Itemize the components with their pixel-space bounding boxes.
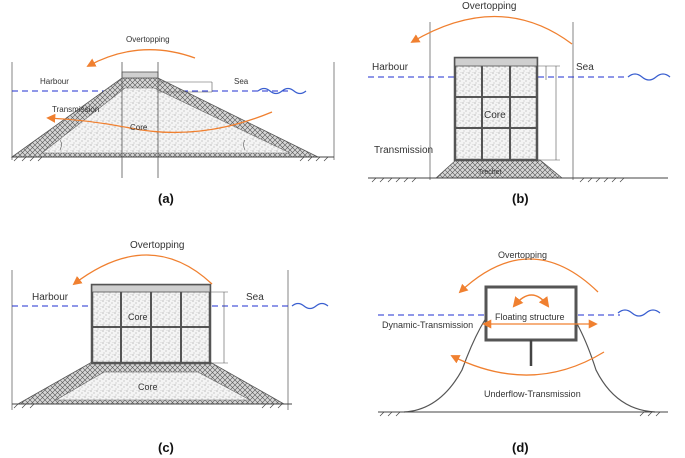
- crest-block: [121, 71, 159, 79]
- ground-hatch: [13, 156, 329, 162]
- label-overtopping: Overtopping: [130, 240, 184, 251]
- label-overtopping: Overtopping: [462, 1, 516, 12]
- label-core: Core: [130, 123, 148, 132]
- wave-icon: [627, 73, 671, 81]
- overtopping-arrow: [410, 15, 573, 45]
- label-overtopping: Overtopping: [498, 250, 547, 260]
- wave-icon: [617, 309, 661, 317]
- label-transmission: Transmission: [374, 145, 433, 156]
- label-harbour: Harbour: [372, 62, 409, 73]
- caption-d: (d): [512, 440, 529, 455]
- caption-c: (c): [158, 440, 174, 455]
- label-harbour: Harbour: [32, 292, 69, 303]
- overtopping-arrow: [86, 49, 196, 67]
- panel-d: Overtopping Floating structure Dynamic-T…: [378, 250, 668, 455]
- caisson-cap: [91, 284, 211, 293]
- label-sea: Sea: [234, 77, 249, 86]
- label-dynamic-transmission: Dynamic-Transmission: [382, 320, 473, 330]
- label-floating-structure: Floating structure: [495, 312, 565, 322]
- caisson-cap: [454, 57, 538, 67]
- panel-c: Overtopping Harbour Sea Core Core (c): [11, 240, 329, 455]
- panel-b: Overtopping Harbour Sea Core Transmissio…: [368, 1, 671, 206]
- ground-hatch: [379, 411, 661, 417]
- slope-mark: [59, 139, 62, 151]
- wave-icon: [257, 87, 307, 95]
- core-region: [41, 87, 291, 154]
- caisson: [453, 56, 539, 162]
- core-lower-region: [54, 371, 251, 401]
- ground-hatch: [13, 403, 283, 409]
- label-core: Core: [484, 110, 506, 121]
- slope-mark: [243, 139, 246, 151]
- label-overtopping: Overtopping: [126, 35, 170, 44]
- label-harbour: Harbour: [40, 77, 69, 86]
- label-core-upper: Core: [128, 312, 148, 322]
- label-foundation: Trechet: [478, 169, 502, 176]
- panel-a: Overtopping Harbour Sea Transmission Cor…: [10, 35, 335, 206]
- wave-icon: [291, 302, 329, 310]
- label-underflow-transmission: Underflow-Transmission: [484, 389, 581, 399]
- label-transmission: Transmission: [52, 105, 99, 114]
- overtopping-arrow: [458, 258, 599, 294]
- underflow-arrow: [450, 351, 605, 376]
- rocking-arrow: [512, 294, 550, 308]
- ground-hatch: [371, 177, 625, 183]
- label-core-lower: Core: [138, 382, 158, 392]
- label-sea: Sea: [576, 62, 594, 73]
- overtopping-arrow: [72, 254, 213, 286]
- caption-a: (a): [158, 191, 174, 206]
- caption-b: (b): [512, 191, 529, 206]
- transmission-arrow: [46, 111, 273, 134]
- label-sea: Sea: [246, 292, 264, 303]
